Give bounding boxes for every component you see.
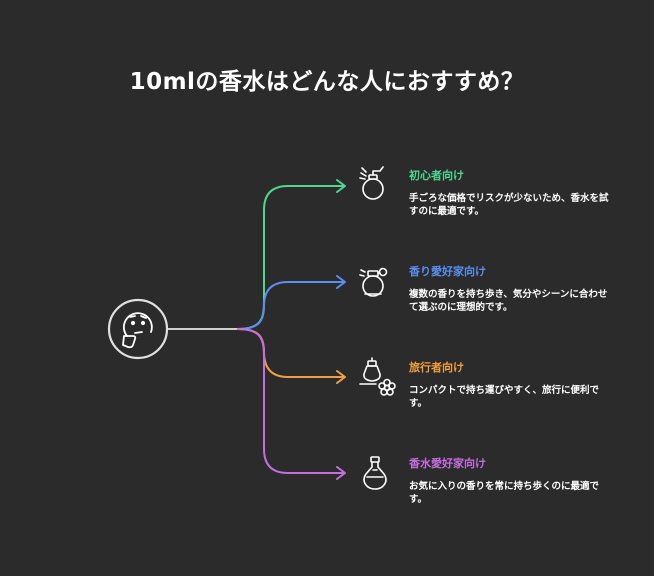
- perfume-flask-icon: [363, 456, 387, 490]
- arrowhead-purple: [336, 466, 346, 480]
- perfume-bottle-icon: [359, 267, 388, 297]
- connector-blue: [237, 281, 345, 330]
- item-desc-perfume-lover: お気に入りの香りを常に持ち歩くのに最適です。: [409, 481, 600, 505]
- item-desc-traveler: コンパクトで持ち運びやすく、旅行に便利です。: [409, 385, 600, 409]
- connector-green: [237, 185, 345, 330]
- arrowhead-green: [336, 179, 346, 193]
- item-desc-scent-lover: 複数の香りを持ち歩き、気分やシーンに合わせて選ぶのに理想的です。: [409, 289, 608, 313]
- arrowhead-orange: [336, 370, 346, 384]
- item-desc-beginner: 手ごろな価格でリスクが少ないため、香水を試すのに最適です。: [409, 193, 609, 217]
- item-title-beginner: 初心者向け: [409, 169, 464, 182]
- connector-purple: [237, 328, 345, 474]
- travel-perfume-icon: [359, 357, 396, 396]
- page-title: 10mlの香水はどんな人におすすめ？: [129, 69, 525, 95]
- thinking-face-icon: [122, 312, 153, 349]
- connector-orange: [237, 328, 345, 378]
- arrowhead-blue: [336, 275, 346, 289]
- item-title-scent-lover: 香り愛好家向け: [409, 265, 486, 278]
- perfume-atomizer-icon: [359, 166, 384, 200]
- item-title-traveler: 旅行者向け: [409, 361, 464, 374]
- center-node: [107, 298, 169, 360]
- item-title-perfume-lover: 香水愛好家向け: [409, 457, 486, 470]
